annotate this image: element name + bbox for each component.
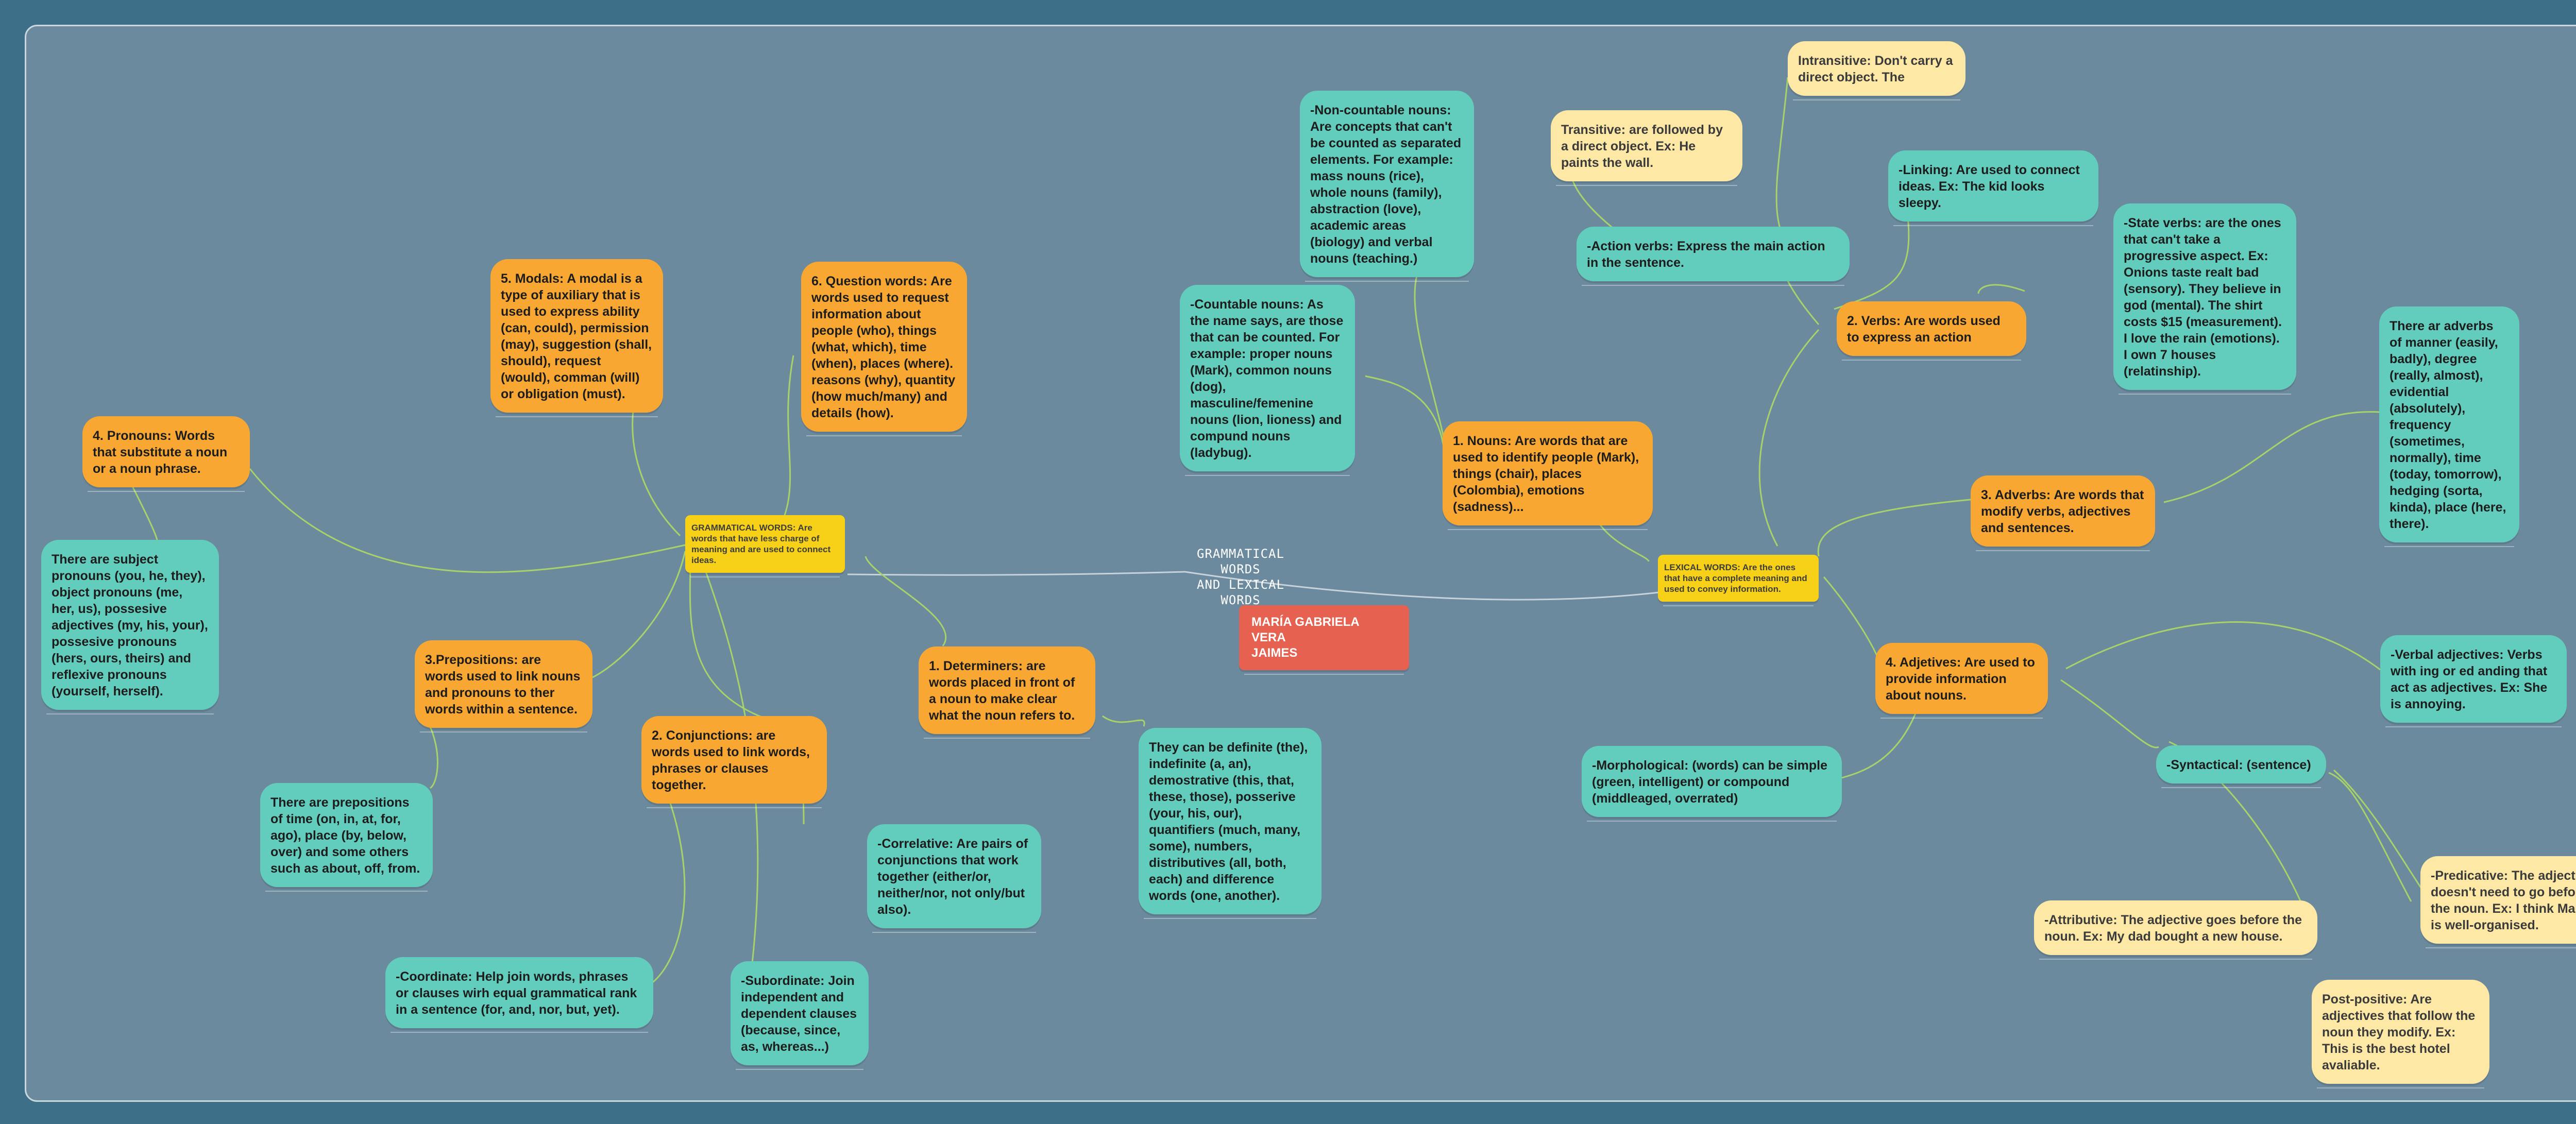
determiners-detail-node[interactable]: They can be definite (the), indefinite (… bbox=[1139, 728, 1321, 919]
prepositions-detail-node[interactable]: There are prepositions of time (on, in, … bbox=[260, 783, 433, 892]
transitive-node[interactable]: Transitive: are followed by a direct obj… bbox=[1551, 110, 1742, 186]
predicative-node[interactable]: -Predicative: The adjective doesn't need… bbox=[2420, 856, 2576, 948]
action-verbs-node[interactable]: -Action verbs: Express the main action i… bbox=[1577, 227, 1850, 286]
syntactical-node[interactable]: -Syntactical: (sentence) bbox=[2156, 745, 2326, 788]
prepositions-node[interactable]: 3.Prepositions: are words used to link n… bbox=[415, 640, 592, 733]
adjectives-node[interactable]: 4. Adjetives: Are used to provide inform… bbox=[1875, 643, 2048, 719]
state-verbs-node[interactable]: -State verbs: are the ones that can't ta… bbox=[2113, 203, 2296, 395]
verbal-adjectives-node[interactable]: -Verbal adjectives: Verbs with ing or ed… bbox=[2380, 635, 2567, 727]
lexical-words-node[interactable]: LEXICAL WORDS: Are the ones that have a … bbox=[1658, 555, 1819, 606]
question-words-node[interactable]: 6. Question words: Are words used to req… bbox=[801, 262, 967, 436]
author-name-label[interactable]: MARÍA GABRIELA VERA JAIMES bbox=[1239, 605, 1409, 675]
post-positive-node[interactable]: Post-positive: Are adjectives that follo… bbox=[2312, 980, 2489, 1088]
morphological-node[interactable]: -Morphological: (words) can be simple (g… bbox=[1582, 746, 1842, 822]
nouns-node[interactable]: 1. Nouns: Are words that are used to ide… bbox=[1443, 421, 1653, 530]
linking-verbs-node[interactable]: -Linking: Are used to connect ideas. Ex:… bbox=[1888, 150, 2098, 226]
verbs-node[interactable]: 2. Verbs: Are words used to express an a… bbox=[1837, 301, 2026, 361]
subordinate-node[interactable]: -Subordinate: Join independent and depen… bbox=[731, 961, 869, 1070]
central-topic[interactable]: GRAMMATICAL WORDS AND LEXICAL WORDS bbox=[1197, 547, 1284, 607]
adverbs-node[interactable]: 3. Adverbs: Are words that modify verbs,… bbox=[1971, 475, 2155, 551]
attributive-node[interactable]: -Attributive: The adjective goes before … bbox=[2034, 900, 2317, 960]
countable-nouns-node[interactable]: -Countable nouns: As the name says, are … bbox=[1180, 285, 1355, 476]
determiners-node[interactable]: 1. Determiners: are words placed in fron… bbox=[919, 646, 1095, 739]
correlative-node[interactable]: -Correlative: Are pairs of conjunctions … bbox=[867, 824, 1041, 933]
pronouns-detail-node[interactable]: There are subject pronouns (you, he, the… bbox=[41, 540, 219, 714]
modals-node[interactable]: 5. Modals: A modal is a type of auxiliar… bbox=[490, 259, 663, 417]
conjunctions-node[interactable]: 2. Conjunctions: are words used to link … bbox=[641, 716, 827, 808]
coordinate-node[interactable]: -Coordinate: Help join words, phrases or… bbox=[385, 957, 653, 1033]
pronouns-node[interactable]: 4. Pronouns: Words that substitute a nou… bbox=[82, 416, 250, 492]
grammatical-words-node[interactable]: GRAMMATICAL WORDS: Are words that have l… bbox=[685, 515, 845, 577]
intransitive-node[interactable]: Intransitive: Don't carry a direct objec… bbox=[1788, 41, 1965, 100]
non-countable-nouns-node[interactable]: -Non-countable nouns: Are concepts that … bbox=[1300, 91, 1474, 282]
adverbs-detail-node[interactable]: There ar adverbs of manner (easily, badl… bbox=[2379, 306, 2519, 547]
